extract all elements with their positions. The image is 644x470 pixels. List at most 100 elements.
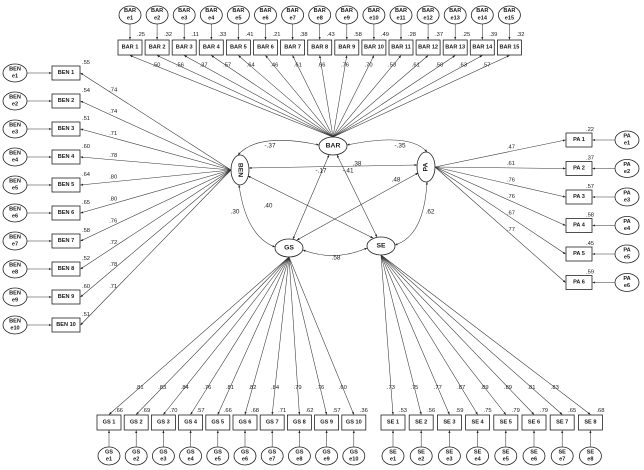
gs-error-label: e7 bbox=[269, 457, 275, 463]
se-error-circle bbox=[381, 446, 405, 466]
ben-loading-path bbox=[80, 169, 232, 270]
bar-r2: .11 bbox=[191, 32, 199, 38]
se-indicator-label: SE 1 bbox=[387, 420, 399, 426]
latent-label-bar: BAR bbox=[326, 143, 341, 150]
ben-loading-path bbox=[80, 169, 232, 186]
bar-r2: .21 bbox=[272, 32, 280, 38]
bar-r2: .37 bbox=[435, 32, 443, 38]
pa-error-prefix: PA bbox=[623, 276, 630, 282]
bar-indicator-label: BAR 13 bbox=[445, 45, 465, 51]
gs-error-label: e10 bbox=[349, 457, 358, 463]
ben-indicator-label: BEN 6 bbox=[58, 210, 74, 216]
bar-loading-path bbox=[265, 55, 334, 138]
ben-error-prefix: BEN bbox=[9, 178, 21, 184]
latent-label-gs: GS bbox=[284, 245, 294, 252]
gs-error-label: e1 bbox=[106, 457, 112, 463]
latent-label-ben: BEN bbox=[237, 163, 244, 177]
gs-error-label: e8 bbox=[296, 457, 302, 463]
bar-indicator-label: BAR 15 bbox=[499, 45, 519, 51]
bar-error-circle bbox=[470, 5, 494, 25]
se-loading-label: .77 bbox=[434, 385, 442, 391]
gs-error-prefix: GS bbox=[105, 449, 113, 455]
ben-indicator-label: BEN 2 bbox=[58, 98, 74, 104]
bar-error-prefix: BAR bbox=[205, 8, 217, 14]
gs-loading-path bbox=[108, 256, 290, 415]
bar-loading-label: .53 bbox=[388, 63, 396, 69]
ben-r2: .55 bbox=[82, 60, 90, 66]
ben-error-label: e9 bbox=[12, 298, 18, 304]
ben-loading-path bbox=[80, 169, 232, 214]
gs-loading-path bbox=[288, 256, 301, 415]
se-error-circle bbox=[409, 446, 433, 466]
bar-error-prefix: BAR bbox=[259, 8, 271, 14]
ben-loading-label: .78 bbox=[109, 262, 117, 268]
pa-error-prefix: PA bbox=[623, 162, 630, 168]
bar-error-label: e15 bbox=[505, 16, 514, 22]
se-indicator-label: SE 2 bbox=[415, 420, 427, 426]
pa-loading-path bbox=[434, 166, 566, 198]
se-indicator-box bbox=[408, 414, 434, 431]
ben-loading-label: .74 bbox=[109, 87, 118, 93]
ben-error-prefix: BEN bbox=[9, 150, 21, 156]
bar-indicator-label: BAR 11 bbox=[391, 45, 411, 51]
pa-loading-path bbox=[434, 166, 566, 170]
gs-indicator-box bbox=[314, 414, 340, 431]
pa-loading-path bbox=[434, 166, 566, 226]
bar-loading-path bbox=[184, 55, 334, 138]
bar-indicator-box bbox=[361, 39, 387, 56]
se-r2: .56 bbox=[427, 408, 435, 414]
bar-loading-path bbox=[156, 55, 334, 138]
ben-loading-label: .71 bbox=[109, 131, 117, 137]
bar-error-circle bbox=[497, 5, 521, 25]
ben-error-circle bbox=[2, 203, 28, 223]
ben-r2: .65 bbox=[82, 200, 90, 206]
pa-loading-path bbox=[434, 139, 566, 168]
bar-error-circle bbox=[362, 5, 386, 25]
corr-label-bar-se: -.41 bbox=[342, 168, 353, 175]
ben-error-label: e6 bbox=[12, 214, 18, 220]
bar-indicator-label: BAR 7 bbox=[284, 45, 301, 51]
pa-r2: .22 bbox=[586, 127, 594, 133]
gs-indicator-label: GS 3 bbox=[157, 420, 170, 426]
pa-error-label: e5 bbox=[624, 255, 630, 261]
gs-loading-path bbox=[288, 256, 328, 415]
corr-label-bar-gs: -.17 bbox=[315, 168, 326, 175]
corr-label-bar-pa: -.35 bbox=[394, 143, 405, 150]
gs-loading-label: .84 bbox=[271, 385, 280, 391]
ben-loading-label: .71 bbox=[109, 284, 117, 290]
gs-indicator-label: GS 4 bbox=[184, 420, 198, 426]
bar-loading-label: .37 bbox=[200, 63, 208, 69]
gs-indicator-box bbox=[259, 414, 285, 431]
bar-error-circle bbox=[145, 5, 169, 25]
se-loading-path bbox=[380, 254, 507, 415]
ben-loading-path bbox=[80, 169, 232, 326]
gs-loading-label: .81 bbox=[136, 385, 144, 391]
pa-error-circle bbox=[614, 216, 640, 235]
bar-error-circle bbox=[443, 5, 467, 25]
bar-r2: .41 bbox=[245, 32, 253, 38]
latent-pa bbox=[416, 151, 436, 183]
gs-error-label: e4 bbox=[187, 457, 194, 463]
bar-error-circle bbox=[389, 5, 413, 25]
bar-indicator-label: BAR 14 bbox=[472, 45, 493, 51]
pa-indicator-box bbox=[565, 218, 593, 233]
pa-indicator-label: PA 5 bbox=[573, 251, 585, 257]
ben-error-circle bbox=[2, 119, 28, 139]
bar-error-prefix: BAR bbox=[449, 8, 461, 14]
bar-error-prefix: BAR bbox=[178, 8, 190, 14]
ben-r2: .64 bbox=[82, 172, 91, 178]
se-error-label: e4 bbox=[474, 457, 481, 463]
bar-error-label: e11 bbox=[396, 16, 405, 22]
bar-loading-path bbox=[319, 55, 334, 138]
se-loading-label: .83 bbox=[551, 385, 559, 391]
ben-r2: .58 bbox=[82, 228, 90, 234]
bar-loading-label: .50 bbox=[435, 63, 443, 69]
gs-r2: .36 bbox=[360, 408, 368, 414]
bar-indicator-label: BAR 9 bbox=[338, 45, 355, 51]
ben-error-prefix: BEN bbox=[9, 122, 21, 128]
bar-loading-path bbox=[332, 55, 483, 138]
gs-error-label: e2 bbox=[133, 457, 139, 463]
pa-error-label: e3 bbox=[624, 198, 630, 204]
bar-error-label: e1 bbox=[127, 16, 133, 22]
